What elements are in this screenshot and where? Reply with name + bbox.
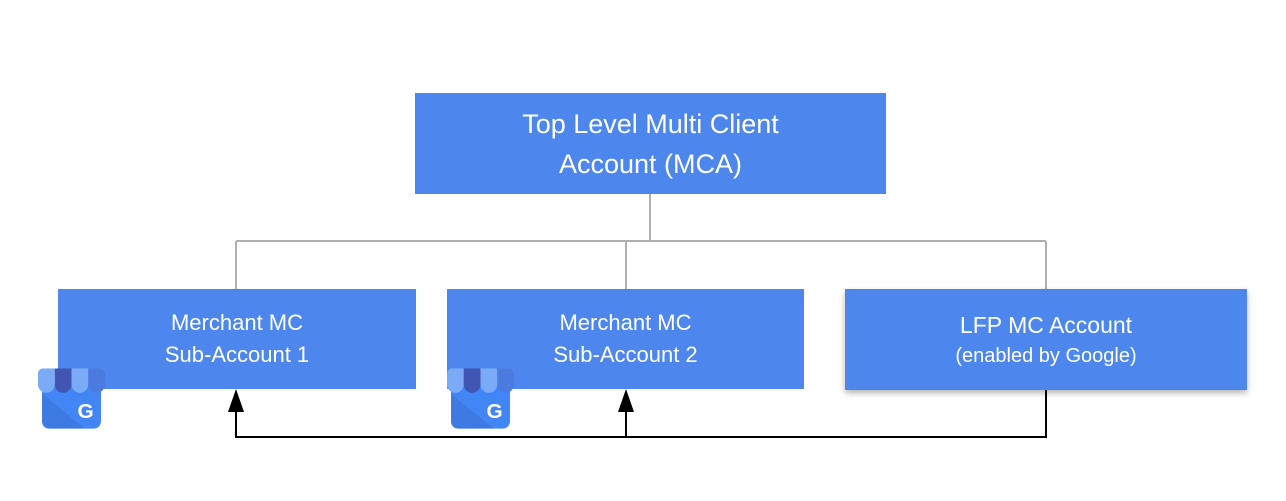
node-label-line2: Sub-Account 1 — [164, 342, 310, 367]
hierarchy-tree-lines — [235, 194, 1047, 290]
node-label-line2: (enabled by Google) — [955, 345, 1137, 367]
node-merchant-sub-account-1: Merchant MC Sub-Account 1 — [58, 289, 416, 389]
node-top-level-mca: Top Level Multi Client Account (MCA) — [415, 93, 886, 194]
node-label-line1: Merchant MC — [170, 310, 304, 335]
node-label-line1: Merchant MC — [559, 310, 692, 335]
google-my-business-icon — [38, 367, 105, 430]
arrowhead-to-sub-account-1 — [228, 389, 244, 412]
feedback-arrow-line — [235, 390, 1047, 438]
arrowhead-to-sub-account-2 — [618, 389, 634, 412]
node-lfp-mc-account: LFP MC Account (enabled by Google) — [845, 289, 1247, 390]
node-label-line1: LFP MC Account — [959, 312, 1133, 338]
node-label-line1: Top Level Multi Client — [522, 108, 779, 139]
node-label-line2: Sub-Account 2 — [553, 342, 698, 367]
lfp-feedback-arrows — [228, 389, 1047, 438]
node-label-line2: Account (MCA) — [558, 148, 743, 179]
google-my-business-icon — [447, 367, 514, 430]
